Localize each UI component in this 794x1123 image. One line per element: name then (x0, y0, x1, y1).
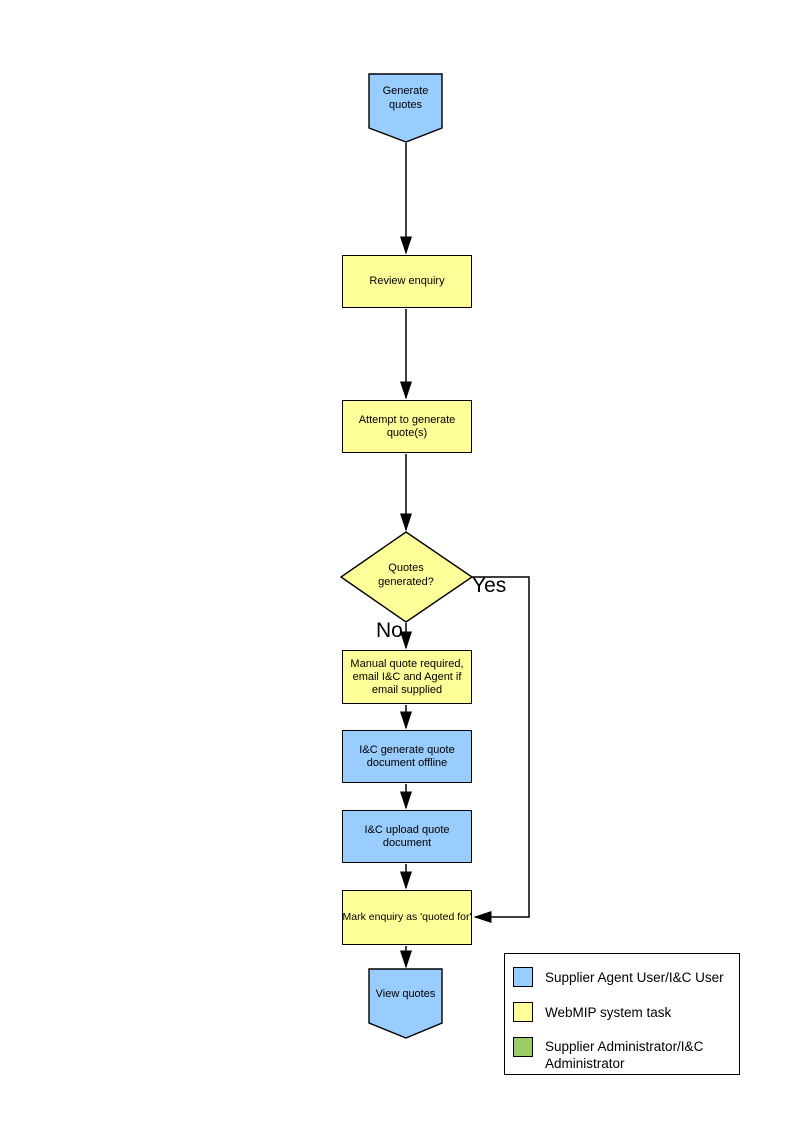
legend-label-system: WebMIP system task (545, 1005, 672, 1020)
end-terminator-label: View quotes (375, 988, 436, 1000)
end-terminator-shape (368, 968, 443, 1039)
start-terminator-shape (368, 73, 443, 143)
generate-offline-box: I&C generate quote document offline (342, 730, 472, 783)
legend-box: Supplier Agent User/I&C User WebMIP syst… (504, 953, 740, 1075)
legend-swatch-system (513, 1002, 533, 1022)
legend-swatch-actor (513, 967, 533, 987)
start-terminator-label: Generate quotes (382, 85, 429, 111)
connector-yes-branch (472, 576, 530, 923)
yes-branch-label: Yes (472, 574, 507, 597)
legend-label-actor: Supplier Agent User/I&C User (545, 970, 724, 985)
manual-quote-box: Manual quote required, email I&C and Age… (342, 650, 472, 704)
upload-document-box: I&C upload quote document (342, 810, 472, 863)
review-enquiry-box: Review enquiry (342, 255, 472, 308)
attempt-generate-box: Attempt to generate quote(s) (342, 400, 472, 453)
decision-label: Quotes generated? (378, 562, 434, 588)
legend-label-admin: Supplier Administrator/I&C Administrator (545, 1039, 704, 1071)
no-branch-label: No (376, 619, 403, 642)
decision-diamond-shape (339, 531, 474, 623)
mark-quoted-box: Mark enquiry as 'quoted for' (342, 890, 472, 945)
legend-swatch-admin (513, 1037, 533, 1057)
